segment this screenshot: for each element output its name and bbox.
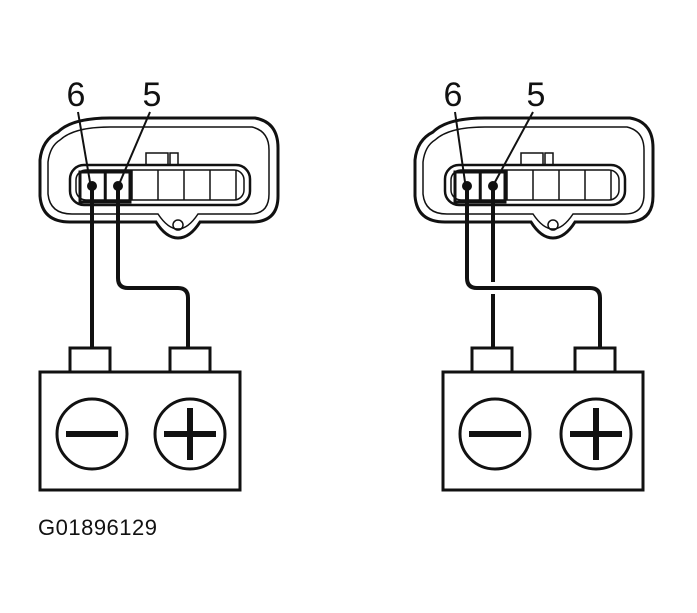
left-negative-terminal-icon	[55, 397, 129, 471]
left-connector	[38, 116, 280, 240]
right-battery	[441, 346, 645, 492]
right-panel: 6 5	[413, 76, 655, 492]
right-label-pin-6: 6	[444, 76, 463, 114]
left-label-pin-6: 6	[67, 76, 86, 114]
left-panel: 6 5	[38, 76, 280, 492]
right-negative-terminal-icon	[458, 397, 532, 471]
right-label-pin-5: 5	[527, 76, 546, 114]
right-wires	[465, 186, 602, 348]
right-connector	[413, 116, 655, 240]
left-label-pin-5: 5	[143, 76, 162, 114]
left-battery	[38, 346, 242, 492]
figure-code: G01896129	[38, 515, 158, 540]
left-positive-terminal-icon	[153, 397, 227, 471]
left-wires	[90, 186, 190, 348]
right-positive-terminal-icon	[559, 397, 633, 471]
